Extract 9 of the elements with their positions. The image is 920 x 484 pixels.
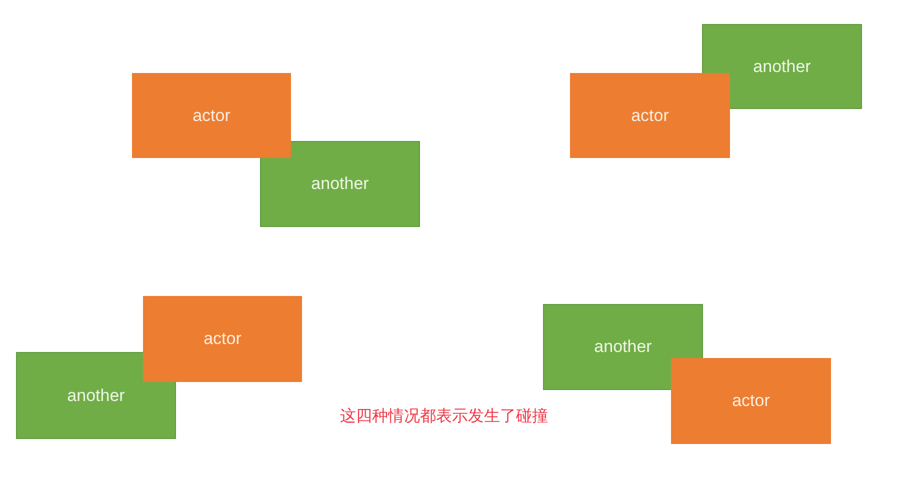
other-box: another [260,141,420,227]
actor-box: actor [143,296,302,382]
other-box: another [543,304,703,390]
actor-box: actor [671,358,831,444]
other-box: another [702,24,862,109]
actor-box: actor [132,73,291,158]
other-box: another [16,352,176,439]
collision-note: 这四种情况都表示发生了碰撞 [340,406,548,427]
actor-box: actor [570,73,730,158]
